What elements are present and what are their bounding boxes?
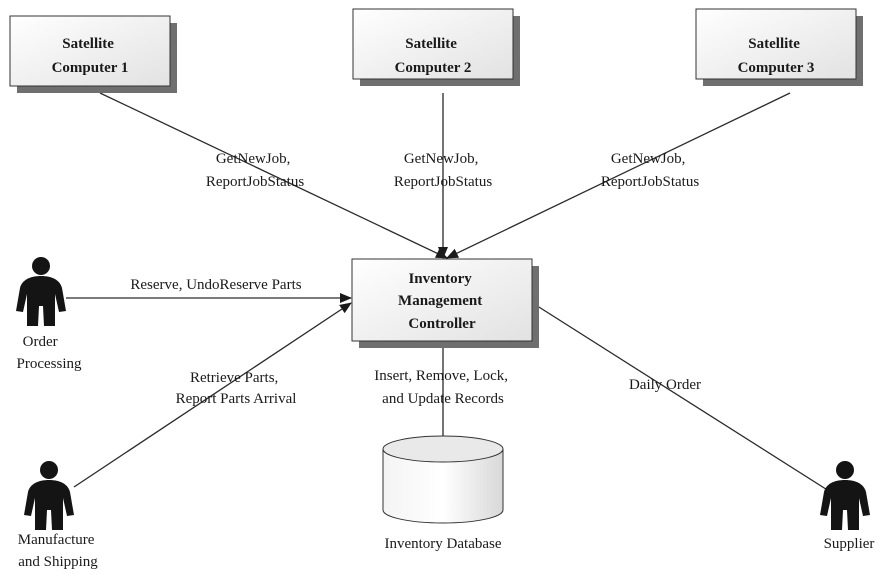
sat2-edge-label: GetNewJob, ReportJobStatus: [394, 151, 492, 190]
satellite-2-label-line2: Computer 2: [395, 60, 472, 76]
inventory-management-controller-box: Inventory Management Controller: [351, 258, 539, 348]
manufacture-shipping-label-line1: Manufacture: [18, 532, 95, 548]
manufacture-shipping-actor: Manufacture and Shipping: [18, 461, 98, 570]
svg-text:Supplier: Supplier: [824, 536, 875, 552]
satellite-3-label-line2: Computer 3: [738, 60, 815, 76]
sat1-edge-label-line1: GetNewJob,: [216, 151, 291, 167]
order-processing-actor: Order Processing: [16, 257, 82, 372]
sat1-edge-label-line2: ReportJobStatus: [206, 174, 304, 190]
satellite-computer-1-box: Satellite Computer 1: [9, 15, 177, 93]
edge-sat3-to-controller: [446, 92, 791, 259]
satellite-computer-3-box: Satellite Computer 3: [695, 8, 863, 86]
svg-text:Order Processing: Order Processing: [17, 334, 82, 372]
controller-label-line2: Management: [398, 293, 482, 309]
database-edge-label: Insert, Remove, Lock, and Update Records: [374, 368, 511, 407]
supplier-actor: Supplier: [820, 461, 874, 552]
satellite-3-label-line1: Satellite: [748, 36, 800, 52]
svg-text:Satellite Computer 1: Satellite Computer 1: [52, 36, 129, 76]
controller-label-line3: Controller: [408, 316, 476, 332]
sat2-edge-label-line1: GetNewJob,: [404, 151, 479, 167]
sat3-edge-label-line2: ReportJobStatus: [601, 174, 699, 190]
manufacture-edge-label: Retrieve Parts, Report Parts Arrival: [176, 370, 297, 407]
supplier-label: Supplier: [824, 536, 875, 552]
edges: [66, 92, 841, 499]
satellite-1-label-line1: Satellite: [62, 36, 114, 52]
svg-text:Manufacture and Shipping: Manufacture and Shipping: [18, 532, 98, 570]
database-edge-label-line1: Insert, Remove, Lock,: [374, 368, 508, 384]
edge-sat1-to-controller: [99, 92, 448, 259]
manufacture-shipping-label-line2: and Shipping: [18, 554, 98, 570]
order-processing-label-line2: Processing: [17, 356, 82, 372]
database-edge-label-line2: and Update Records: [382, 391, 504, 407]
satellite-2-label-line1: Satellite: [405, 36, 457, 52]
satellite-computer-2-box: Satellite Computer 2: [352, 8, 520, 86]
svg-text:Satellite Computer 3: Satellite Computer 3: [738, 36, 815, 76]
svg-text:Inventory Management: Inventory Management Controller: [398, 271, 486, 332]
controller-label-line1: Inventory: [408, 271, 472, 287]
satellite-1-label-line2: Computer 1: [52, 60, 129, 76]
order-processing-label-line1: Order: [23, 334, 58, 350]
edge-manufacture-to-controller: [73, 302, 352, 488]
svg-text:Satellite Computer 2: Satellite Computer 2: [395, 36, 472, 76]
order-edge-label-line1: Reserve, UndoReserve Parts: [130, 277, 301, 293]
manufacture-edge-label-line1: Retrieve Parts,: [190, 370, 278, 386]
order-processing-person-icon: [16, 257, 66, 326]
supplier-edge-label: Daily Order: [629, 377, 701, 393]
edge-controller-to-supplier: [530, 301, 841, 499]
supplier-edge-label-line1: Daily Order: [629, 377, 701, 393]
database-label: Inventory Database: [384, 536, 501, 552]
inventory-database-cylinder: Inventory Database: [382, 435, 504, 552]
order-edge-label: Reserve, UndoReserve Parts: [130, 277, 301, 293]
sat1-edge-label: GetNewJob, ReportJobStatus: [206, 151, 304, 190]
sat3-edge-label: GetNewJob, ReportJobStatus: [601, 151, 699, 190]
manufacture-shipping-person-icon: [24, 461, 74, 530]
manufacture-edge-label-line2: Report Parts Arrival: [176, 391, 297, 407]
supplier-person-icon: [820, 461, 870, 530]
sat3-edge-label-line1: GetNewJob,: [611, 151, 686, 167]
sat2-edge-label-line2: ReportJobStatus: [394, 174, 492, 190]
